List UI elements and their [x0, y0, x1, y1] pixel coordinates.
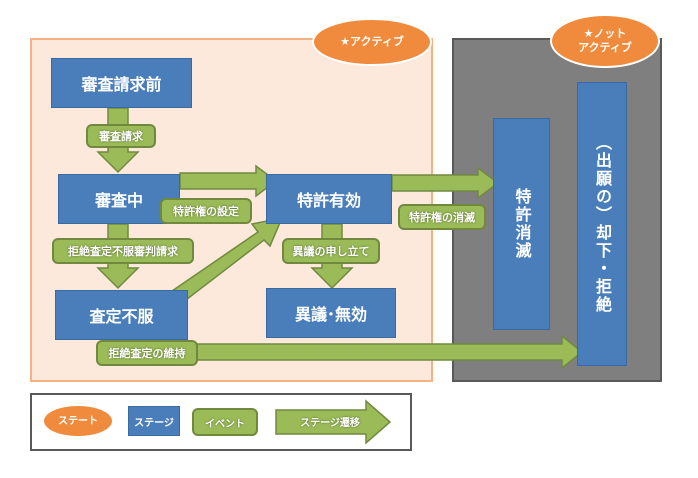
- event-patent-right-extinguish: 特許権の消滅: [398, 204, 486, 230]
- legend-event-swatch: イベント: [192, 408, 258, 436]
- event-patent-right-extinguish-label: 特許権の消滅: [409, 209, 475, 225]
- inactive-state-badge: ★ノット アクティブ: [550, 14, 660, 68]
- arrow-valid-to-extinguished: [392, 168, 498, 198]
- event-patent-right-set-label: 特許権の設定: [173, 203, 239, 219]
- arrow-appeal-to-rejected: [186, 336, 582, 368]
- event-opposition-filing-label: 異議の申し立て: [293, 243, 370, 259]
- legend-state-label: ステート: [58, 415, 98, 428]
- active-state-badge: ★アクティブ: [312, 18, 432, 66]
- stage-under-exam-label: 審査中: [95, 187, 143, 211]
- legend-transition-label: ステージ遷移: [300, 418, 360, 429]
- legend-stage-swatch: ステージ: [128, 406, 180, 436]
- legend-event-label: イベント: [205, 415, 245, 430]
- stage-opposition-invalid-label: 異議･無効: [295, 301, 367, 325]
- active-state-label: ★アクティブ: [340, 35, 404, 49]
- event-exam-request-label: 審査請求: [99, 128, 143, 144]
- stage-patent-extinguished-label: 特許消滅: [510, 188, 534, 260]
- legend-stage-label: ステージ: [134, 414, 174, 429]
- event-exam-request: 審査請求: [86, 124, 156, 148]
- stage-before-request: 審査請求前: [51, 58, 192, 108]
- stage-appeal: 査定不服: [55, 290, 188, 340]
- legend-transition-label-wrap: ステージ遷移: [290, 414, 370, 430]
- event-patent-right-set: 特許権の設定: [160, 198, 252, 224]
- event-rejection-appeal-request: 拒絶査定不服審判請求: [52, 238, 194, 264]
- stage-withdrawn-rejected-label: （出願の）却下・拒絶: [590, 134, 614, 314]
- stage-withdrawn-rejected: （出願の）却下・拒絶: [577, 82, 627, 366]
- stage-patent-extinguished: 特許消滅: [493, 118, 550, 330]
- stage-patent-valid: 特許有効: [266, 174, 392, 224]
- stage-opposition-invalid: 異議･無効: [266, 288, 396, 338]
- event-rejection-appeal-request-label: 拒絶査定不服審判請求: [68, 243, 178, 259]
- legend-state-swatch: ステート: [42, 404, 114, 438]
- inactive-state-label-line1: ★ノット: [584, 27, 627, 41]
- event-rejection-maintained: 拒絶査定の維持: [96, 340, 198, 366]
- stage-patent-valid-label: 特許有効: [297, 187, 361, 211]
- inactive-state-label-line2: アクティブ: [578, 41, 632, 55]
- arrow-exam-to-valid: [180, 166, 276, 196]
- stage-appeal-label: 査定不服: [89, 303, 153, 327]
- event-rejection-maintained-label: 拒絶査定の維持: [109, 345, 186, 361]
- event-opposition-filing: 異議の申し立て: [282, 238, 380, 264]
- stage-before-request-label: 審査請求前: [81, 71, 161, 95]
